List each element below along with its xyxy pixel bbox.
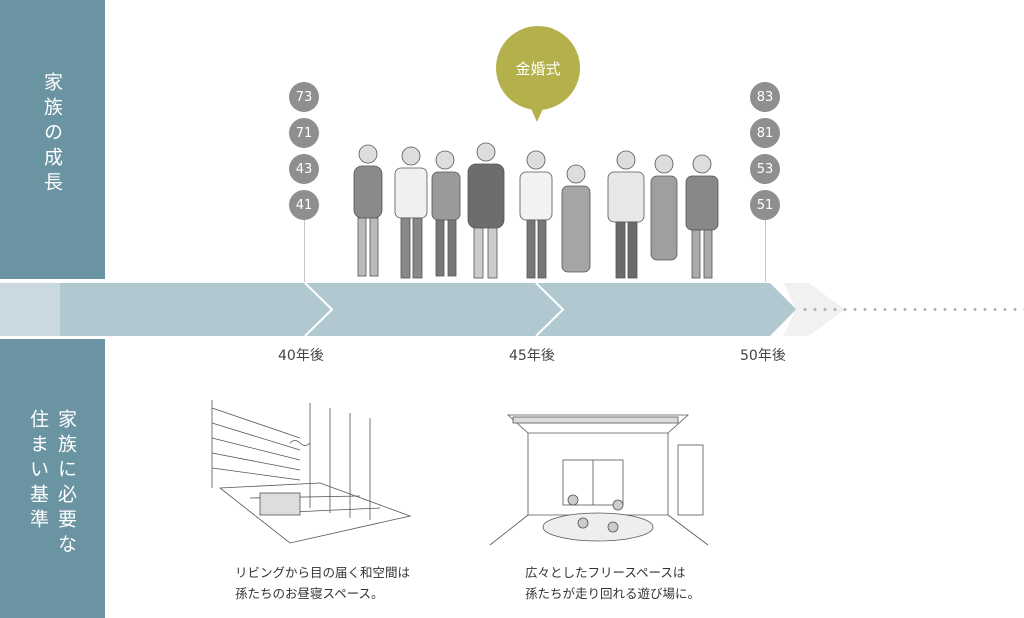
free-space-caption-line1: 広々としたフリースペースは: [525, 565, 686, 580]
tatami-caption-line1: リビングから目の届く和空間は: [235, 565, 411, 580]
age-badge: 53: [750, 154, 780, 184]
timeline-continuation-dots: [800, 308, 1024, 311]
housing-standard-label-1: 家族に必要な: [55, 409, 77, 559]
timeline-start: [0, 283, 60, 336]
age-badge: 71: [289, 118, 319, 148]
year-label-45: 45年後: [509, 348, 555, 364]
housing-standard-panel: 家族に必要な 住まい基準: [0, 339, 105, 618]
family-growth-label: 家族の成長: [41, 72, 63, 197]
free-space-caption: 広々としたフリースペースは 孫たちが走り回れる遊び場に。: [525, 562, 700, 604]
age-marker-line-right: [765, 220, 766, 282]
tatami-caption: リビングから目の届く和空間は 孫たちのお昼寝スペース。: [235, 562, 410, 604]
age-markers-left: 73 71 43 41: [289, 82, 319, 226]
age-badge: 51: [750, 190, 780, 220]
age-badge: 73: [289, 82, 319, 112]
year-label-50: 50年後: [740, 348, 786, 364]
timeline-band: [0, 283, 770, 336]
family-growth-panel: 家族の成長: [0, 0, 105, 279]
tatami-caption-line2: 孫たちのお昼寝スペース。: [235, 586, 384, 601]
age-badge: 81: [750, 118, 780, 148]
age-marker-line-left: [304, 220, 305, 282]
family-members-illustration: [353, 142, 719, 279]
free-space-caption-line2: 孫たちが走り回れる遊び場に。: [525, 586, 701, 601]
event-label: 金婚式: [515, 59, 561, 78]
golden-anniversary-bubble: 金婚式: [496, 26, 580, 110]
free-space-sketch: [489, 414, 709, 546]
age-badge: 41: [289, 190, 319, 220]
housing-standard-label-2: 住まい基準: [27, 409, 49, 534]
tatami-room-sketch: [211, 400, 412, 544]
age-badge: 83: [750, 82, 780, 112]
age-markers-right: 83 81 53 51: [750, 82, 780, 226]
year-label-40: 40年後: [278, 348, 324, 364]
bubble-tail: [529, 104, 545, 122]
age-badge: 43: [289, 154, 319, 184]
